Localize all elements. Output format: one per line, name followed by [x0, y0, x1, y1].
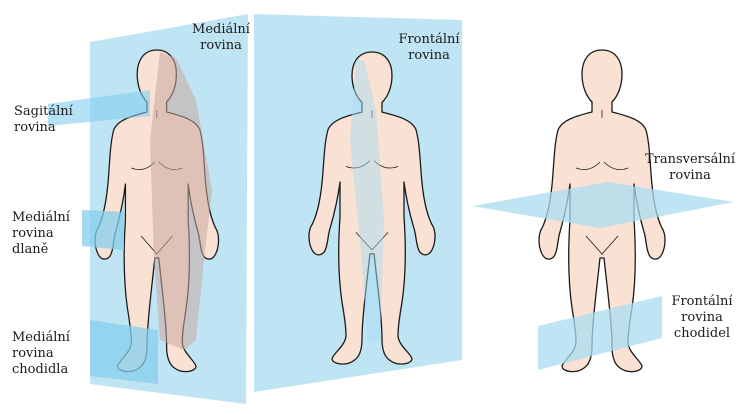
label-sagittal-plane: Sagitální rovina: [14, 104, 94, 136]
label-medial-plane: Mediální rovina: [176, 22, 266, 54]
foot-frontal-plane: [538, 296, 662, 370]
sole-plane: [90, 320, 158, 384]
label-foot-frontal-plane: Frontální rovina chodidel: [664, 294, 740, 342]
label-frontal-plane: Frontální rovina: [384, 32, 474, 64]
label-sole-plane: Mediální rovina chodidla: [12, 330, 92, 378]
transverse-plane: [472, 182, 734, 228]
frontal-figure: [254, 14, 462, 392]
label-palm-plane: Mediální rovina dlaně: [12, 210, 92, 258]
label-transverse-plane: Transversální rovina: [640, 152, 740, 184]
